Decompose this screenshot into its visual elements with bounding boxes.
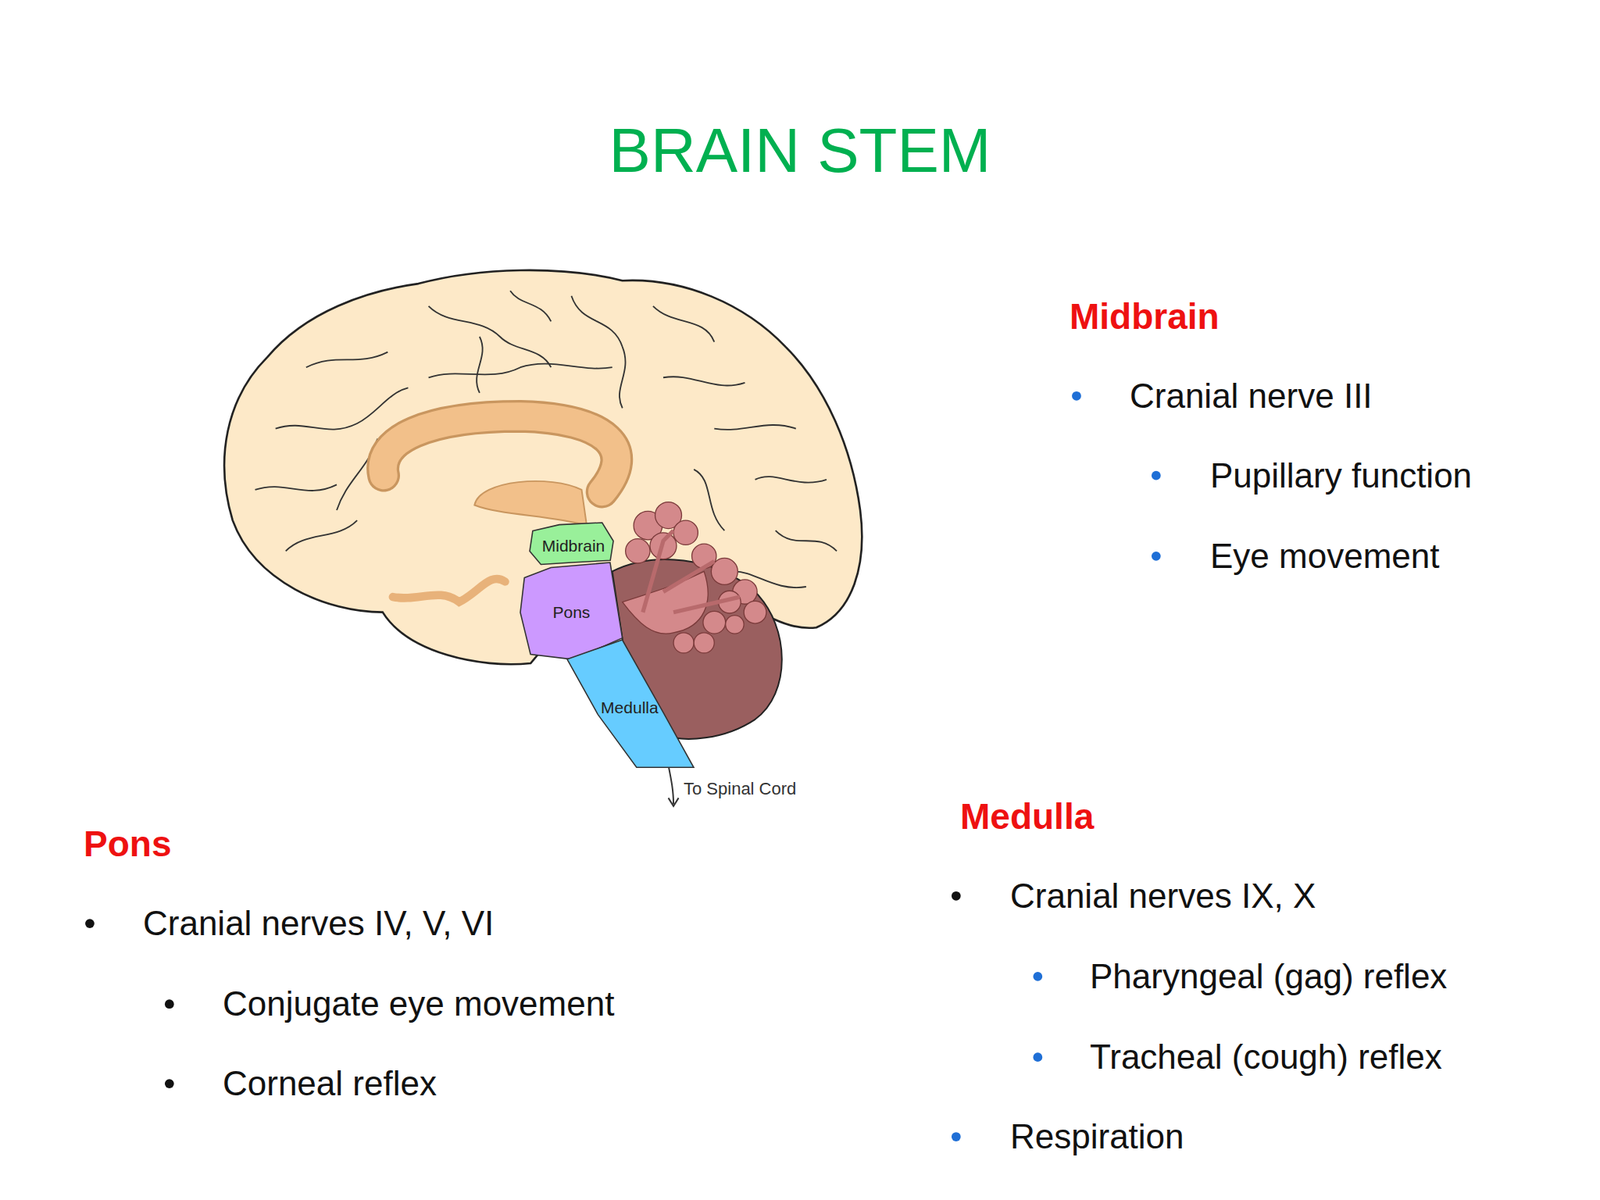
bullet-text: Pupillary function	[1210, 456, 1472, 496]
arrow-label: To Spinal Cord	[683, 778, 797, 800]
section-heading: Medulla	[960, 795, 1094, 838]
slide-title: BRAIN STEM	[0, 114, 1600, 187]
bullet-text: Eye movement	[1210, 536, 1440, 576]
bullet-text: Cranial nerves IV, V, VI	[142, 903, 494, 943]
section-heading: Pons	[83, 822, 172, 865]
brainstem-region: Medulla	[567, 639, 694, 768]
section-heading: Midbrain	[1069, 295, 1220, 338]
bullet-text: Corneal reflex	[222, 1064, 437, 1104]
region-label: Pons	[552, 603, 590, 622]
brainstem-region: Midbrain	[529, 522, 614, 565]
bullet-text: Cranial nerves IX, X	[1010, 876, 1316, 916]
bullet-text: Pharyngeal (gag) reflex	[1089, 957, 1447, 997]
bullet-text: Tracheal (cough) reflex	[1089, 1037, 1443, 1077]
bullet-text: Cranial nerve III	[1129, 376, 1373, 416]
region-label: Midbrain	[542, 536, 606, 556]
bullet-text: Respiration	[1010, 1117, 1185, 1157]
bullet-text: Conjugate eye movement	[222, 984, 615, 1024]
bullet-dots	[85, 391, 1161, 1142]
region-label: Medulla	[600, 698, 659, 718]
